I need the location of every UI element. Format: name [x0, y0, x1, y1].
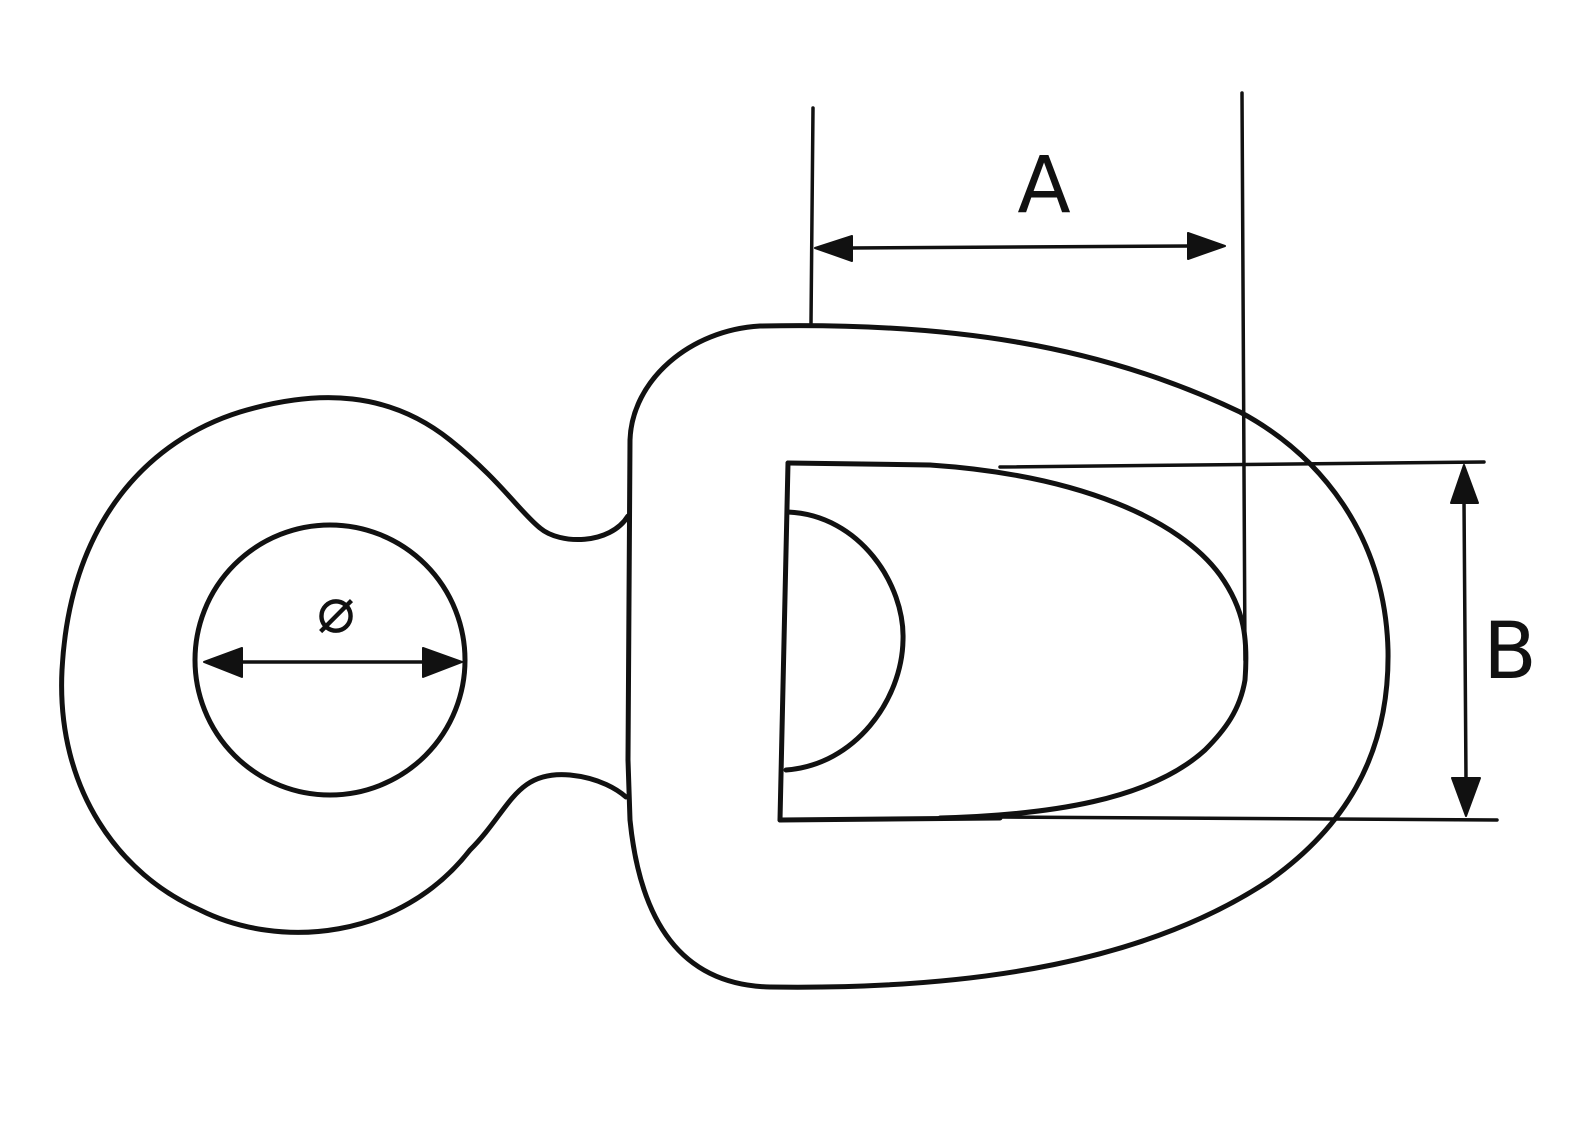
dim-b-label: B	[1483, 607, 1537, 697]
dim-diameter-arrow-right	[422, 647, 463, 678]
dim-a-label: A	[1017, 141, 1070, 231]
dim-a-extension-right	[1240, 91, 1247, 662]
dim-b-line	[1462, 498, 1468, 782]
half-pin	[783, 509, 906, 773]
dim-b-arrow-bottom	[1451, 777, 1481, 817]
dim-a-extension-left	[809, 106, 815, 325]
slot-top-edge	[785, 460, 933, 468]
dim-b-extension-bottom	[998, 815, 1499, 822]
dim-a-arrow-right	[1187, 232, 1226, 260]
slot-outline	[777, 460, 791, 823]
dim-diameter-label: ⌀	[317, 574, 356, 648]
dim-diameter-arrow-left	[203, 647, 243, 678]
dim-a-arrow-left	[814, 235, 853, 262]
eye-hole	[192, 522, 468, 798]
body-outline	[625, 323, 1391, 990]
eye-outline	[59, 395, 631, 935]
slot-inner-curve	[927, 462, 1249, 821]
dim-a-line	[848, 244, 1192, 250]
dim-b-extension-top	[998, 460, 1486, 469]
dim-b-arrow-top	[1450, 464, 1479, 504]
